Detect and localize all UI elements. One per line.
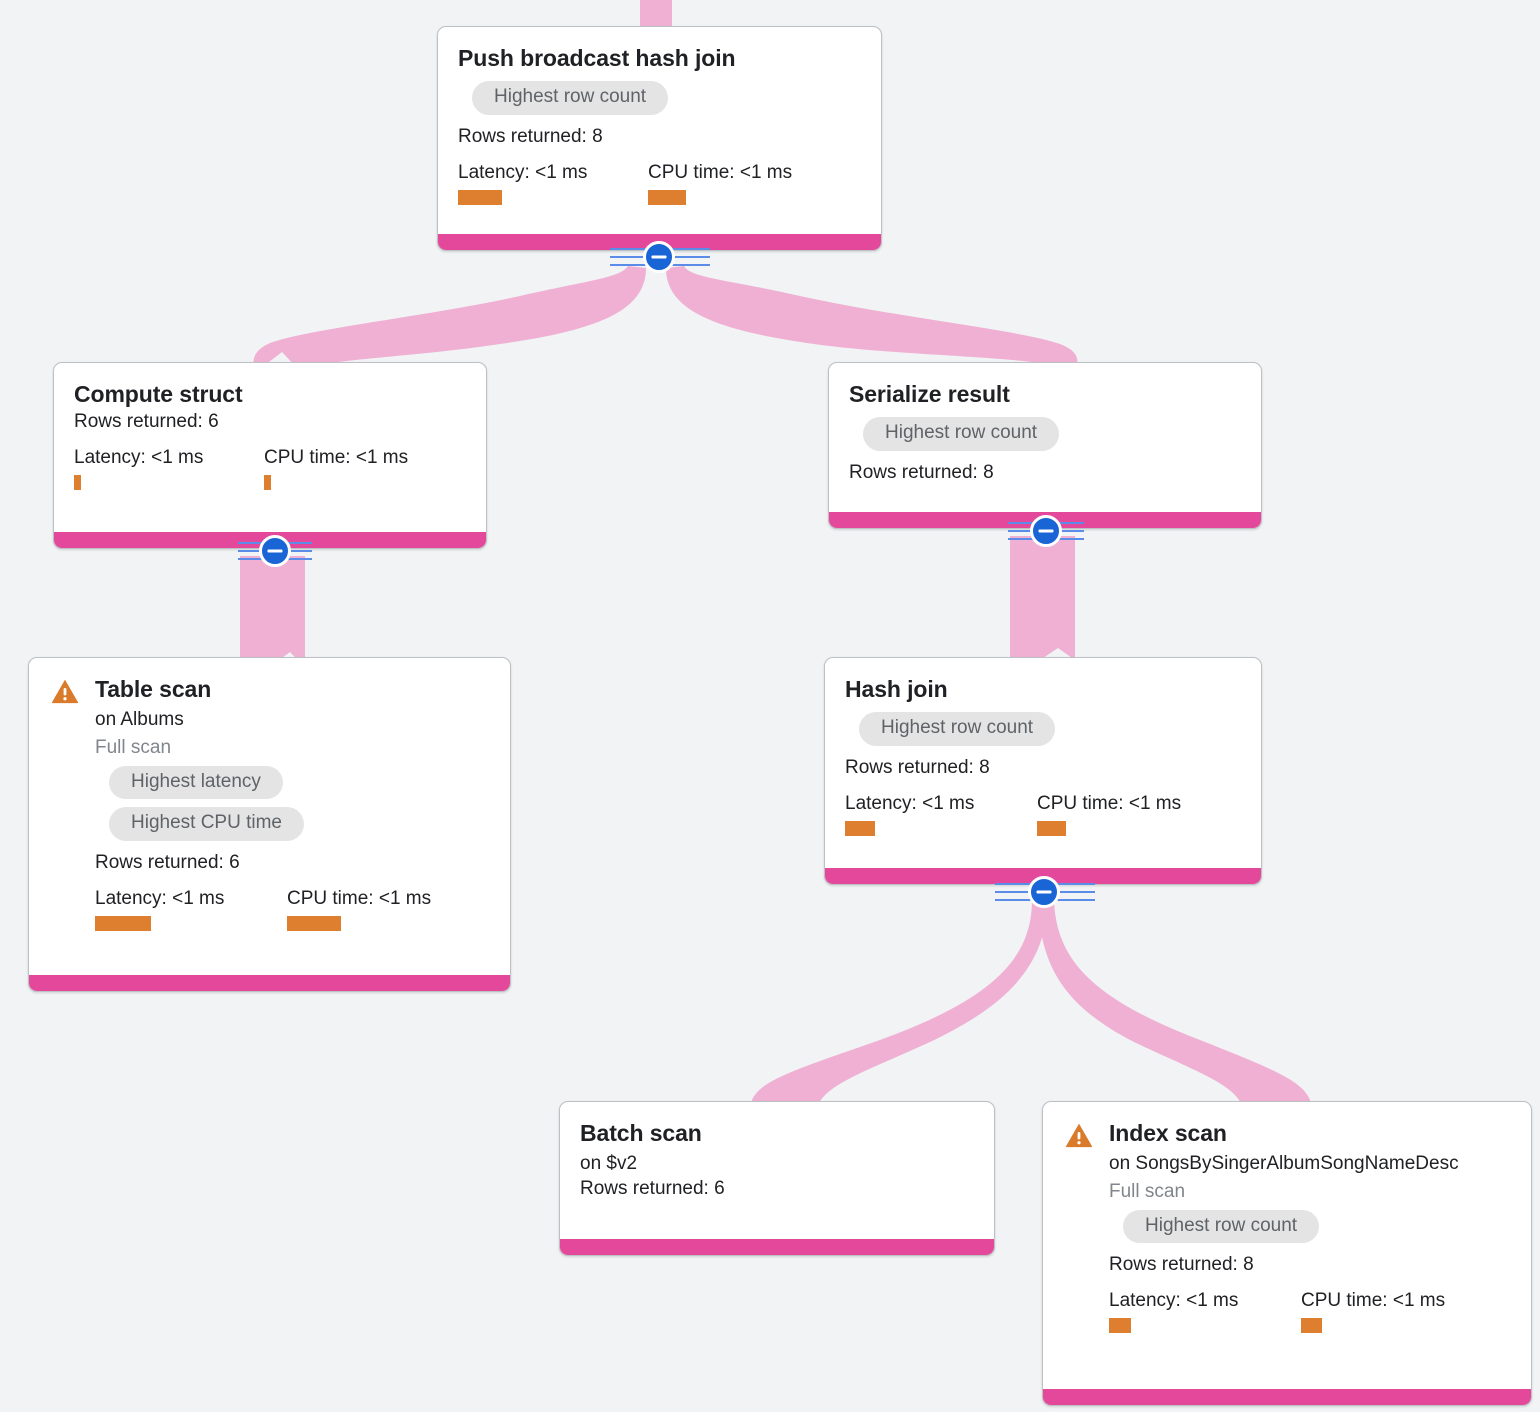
node-footer-bar bbox=[1043, 1389, 1531, 1405]
node-body: Table scan on Albums Full scan Highest l… bbox=[29, 658, 510, 945]
cpu-bar bbox=[1037, 821, 1066, 837]
rows-returned: Rows returned: 8 bbox=[458, 126, 603, 148]
plan-node-hash-join[interactable]: Hash join Highest row count Rows returne… bbox=[824, 657, 1262, 885]
latency-label: Latency: <1 ms bbox=[458, 162, 588, 184]
collapse-button-push-broadcast-hash-join[interactable] bbox=[643, 241, 675, 273]
node-footer-bar bbox=[29, 975, 510, 991]
cpu-metric: CPU time: <1 ms bbox=[648, 162, 793, 206]
latency-bar bbox=[458, 190, 502, 206]
latency-metric: Latency: <1 ms bbox=[1109, 1290, 1301, 1334]
node-title: Index scan bbox=[1109, 1120, 1227, 1146]
latency-bar bbox=[845, 821, 875, 837]
badge-highest-cpu-time: Highest CPU time bbox=[109, 807, 304, 842]
warning-icon bbox=[51, 678, 79, 704]
latency-metric: Latency: <1 ms bbox=[74, 447, 264, 491]
cpu-metric: CPU time: <1 ms bbox=[264, 447, 409, 491]
badge-highest-row-count: Highest row count bbox=[472, 81, 669, 116]
node-body: Index scan on SongsBySingerAlbumSongName… bbox=[1043, 1102, 1531, 1347]
node-subtitle: on Albums bbox=[95, 709, 184, 731]
latency-metric: Latency: <1 ms bbox=[845, 793, 1037, 837]
edge-root-to-serialize-result bbox=[666, 266, 1078, 371]
collapse-button-hash-join[interactable] bbox=[1028, 876, 1060, 908]
collapse-button-serialize-result[interactable] bbox=[1030, 515, 1062, 547]
edge-root-inlet bbox=[640, 0, 672, 26]
latency-bar bbox=[95, 916, 151, 932]
cpu-metric: CPU time: <1 ms bbox=[287, 888, 432, 932]
node-title: Batch scan bbox=[580, 1120, 702, 1146]
latency-bar bbox=[1109, 1318, 1131, 1334]
metrics-row: Latency: <1 ms CPU time: <1 ms bbox=[458, 162, 861, 206]
node-title: Push broadcast hash join bbox=[458, 45, 736, 71]
edge-hash-join-to-index-scan bbox=[1038, 900, 1310, 1112]
latency-label: Latency: <1 ms bbox=[95, 888, 225, 910]
rows-returned: Rows returned: 6 bbox=[74, 411, 219, 433]
node-scan-note: Full scan bbox=[95, 736, 172, 758]
cpu-metric: CPU time: <1 ms bbox=[1301, 1290, 1446, 1334]
cpu-label: CPU time: <1 ms bbox=[264, 447, 409, 469]
metrics-row: Latency: <1 ms CPU time: <1 ms bbox=[1109, 1290, 1511, 1334]
node-body: Hash join Highest row count Rows returne… bbox=[825, 658, 1261, 850]
latency-bar bbox=[74, 475, 81, 491]
cpu-bar bbox=[648, 190, 686, 206]
rows-returned: Rows returned: 8 bbox=[849, 462, 994, 484]
plan-node-index-scan[interactable]: Index scan on SongsBySingerAlbumSongName… bbox=[1042, 1101, 1532, 1406]
cpu-metric: CPU time: <1 ms bbox=[1037, 793, 1182, 837]
node-subtitle: on $v2 bbox=[580, 1153, 638, 1175]
edge-hash-join-to-batch-scan bbox=[752, 900, 1048, 1112]
node-body: Push broadcast hash join Highest row cou… bbox=[438, 27, 881, 219]
cpu-bar bbox=[264, 475, 271, 491]
node-footer-bar bbox=[560, 1239, 994, 1255]
plan-node-compute-struct[interactable]: Compute struct Rows returned: 6 Latency:… bbox=[53, 362, 487, 549]
rows-returned: Rows returned: 6 bbox=[580, 1177, 725, 1199]
node-title: Table scan bbox=[95, 676, 212, 702]
badge-highest-latency: Highest latency bbox=[109, 765, 283, 800]
cpu-label: CPU time: <1 ms bbox=[287, 888, 432, 910]
node-title: Compute struct bbox=[74, 381, 243, 407]
cpu-bar bbox=[1301, 1318, 1322, 1334]
plan-node-table-scan[interactable]: Table scan on Albums Full scan Highest l… bbox=[28, 657, 511, 992]
node-title: Hash join bbox=[845, 676, 948, 702]
latency-label: Latency: <1 ms bbox=[1109, 1290, 1239, 1312]
cpu-label: CPU time: <1 ms bbox=[1037, 793, 1182, 815]
edge-serialize-result-to-hash-join bbox=[1010, 536, 1075, 664]
rows-returned: Rows returned: 6 bbox=[95, 852, 240, 874]
edge-root-to-compute-struct bbox=[253, 266, 646, 372]
metrics-row: Latency: <1 ms CPU time: <1 ms bbox=[845, 793, 1241, 837]
rows-returned: Rows returned: 8 bbox=[1109, 1254, 1254, 1276]
cpu-label: CPU time: <1 ms bbox=[1301, 1290, 1446, 1312]
plan-node-push-broadcast-hash-join[interactable]: Push broadcast hash join Highest row cou… bbox=[437, 26, 882, 251]
latency-label: Latency: <1 ms bbox=[74, 447, 204, 469]
badge-highest-row-count: Highest row count bbox=[863, 417, 1060, 452]
latency-metric: Latency: <1 ms bbox=[95, 888, 287, 932]
edge-compute-struct-to-table-scan bbox=[240, 556, 305, 670]
latency-label: Latency: <1 ms bbox=[845, 793, 975, 815]
node-body: Batch scan on $v2 Rows returned: 6 bbox=[560, 1102, 994, 1214]
metrics-row: Latency: <1 ms CPU time: <1 ms bbox=[74, 447, 466, 491]
plan-node-batch-scan[interactable]: Batch scan on $v2 Rows returned: 6 bbox=[559, 1101, 995, 1256]
cpu-bar bbox=[287, 916, 341, 932]
badge-highest-row-count: Highest row count bbox=[859, 712, 1056, 747]
node-body: Serialize result Highest row count Rows … bbox=[829, 363, 1261, 498]
latency-metric: Latency: <1 ms bbox=[458, 162, 648, 206]
node-subtitle: on SongsBySingerAlbumSongNameDesc bbox=[1109, 1153, 1459, 1175]
badge-highest-row-count: Highest row count bbox=[1123, 1209, 1320, 1244]
plan-node-serialize-result[interactable]: Serialize result Highest row count Rows … bbox=[828, 362, 1262, 529]
collapse-button-compute-struct[interactable] bbox=[259, 535, 291, 567]
rows-returned: Rows returned: 8 bbox=[845, 757, 990, 779]
node-title: Serialize result bbox=[849, 381, 1010, 407]
node-scan-note: Full scan bbox=[1109, 1180, 1186, 1202]
metrics-row: Latency: <1 ms CPU time: <1 ms bbox=[95, 888, 490, 932]
cpu-label: CPU time: <1 ms bbox=[648, 162, 793, 184]
node-body: Compute struct Rows returned: 6 Latency:… bbox=[54, 363, 486, 504]
warning-icon bbox=[1065, 1122, 1093, 1148]
